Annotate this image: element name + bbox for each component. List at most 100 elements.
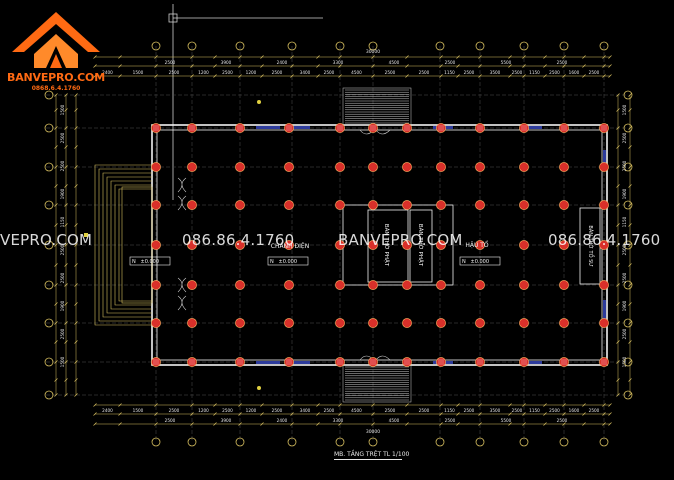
north-stairs [342, 87, 412, 126]
dim-tick [439, 403, 443, 407]
dim-tick [608, 422, 612, 426]
dim-tick [316, 55, 320, 59]
level-marks [129, 256, 501, 266]
dim-tick [154, 422, 158, 426]
wall-column [561, 125, 567, 131]
axis-bubble [151, 41, 161, 51]
altar-label-buddha-2: BÀN THỜ PHẬT [417, 224, 424, 267]
column [284, 280, 294, 290]
room-label-rear-hall: HẬU TỔ [465, 241, 489, 249]
dim-tick [316, 403, 320, 407]
stair-outline [342, 87, 412, 126]
axis-bubble [435, 437, 445, 447]
axis-bubble [623, 280, 633, 290]
dim-tick [628, 165, 632, 169]
column [599, 280, 609, 290]
dim-tick [74, 283, 78, 287]
wall-column [370, 359, 376, 365]
dim-tick [628, 283, 632, 287]
axis-bubble [44, 123, 54, 133]
wall-column [438, 125, 444, 131]
column [519, 240, 529, 250]
wall-column [438, 359, 444, 365]
dimension-value: 1200 [246, 408, 257, 413]
column [187, 162, 197, 172]
column [151, 200, 161, 210]
dim-tick [582, 74, 586, 78]
section-markers [84, 100, 261, 390]
dim-tick [616, 243, 620, 247]
dim-tick [628, 223, 632, 227]
caption-underline [334, 459, 402, 460]
column [475, 200, 485, 210]
dim-tick [54, 263, 58, 267]
dimension-value: 2500 [445, 418, 456, 423]
column [284, 318, 294, 328]
column [235, 240, 245, 250]
dim-tick [405, 403, 409, 407]
dimension-value: 2500 [622, 132, 627, 143]
dim-tick [74, 223, 78, 227]
structural-columns [151, 123, 609, 367]
dim-tick [456, 412, 460, 416]
dim-tick [478, 403, 482, 407]
dimension-value: 3500 [490, 70, 501, 75]
dim-tick [608, 74, 612, 78]
dim-tick [478, 412, 482, 416]
dim-tick [602, 422, 606, 426]
dim-tick [508, 55, 512, 59]
dim-tick [405, 422, 409, 426]
dim-tick [118, 403, 122, 407]
dimension-value: 3400 [300, 70, 311, 75]
dimension-value: 2500 [169, 408, 180, 413]
dim-tick [190, 55, 194, 59]
dimension-value: 2500 [557, 60, 568, 65]
dim-tick [316, 422, 320, 426]
dim-tick [405, 64, 409, 68]
dimension-value: 2500 [60, 244, 65, 255]
dim-tick [54, 93, 58, 97]
dim-tick [260, 74, 264, 78]
dim-tick [54, 378, 58, 382]
dim-total-bottom: 30000 [366, 429, 380, 435]
dim-tick [74, 145, 78, 149]
dim-tick [439, 64, 443, 68]
dimension-value: 2400 [102, 408, 113, 413]
dim-tick [616, 321, 620, 325]
axis-bubble [368, 41, 378, 51]
dim-tick [154, 64, 158, 68]
dim-tick [213, 55, 217, 59]
dim-tick [608, 55, 612, 59]
column [436, 318, 446, 328]
dimension-value: 2500 [512, 70, 523, 75]
dimension-value: 5500 [501, 60, 512, 65]
column [368, 280, 378, 290]
wall-column [370, 125, 376, 131]
axis-bubble [623, 357, 633, 367]
dimension-value: 1600 [569, 408, 580, 413]
wall-column [189, 125, 195, 131]
axis-bubble [44, 280, 54, 290]
column [559, 318, 569, 328]
wall-column [237, 125, 243, 131]
dim-tick [290, 422, 294, 426]
dim-tick [582, 412, 586, 416]
altar-label-patriarch: BÀN THỜ TỔ SƯ [587, 225, 595, 266]
column [559, 162, 569, 172]
dim-tick [74, 263, 78, 267]
dim-tick [74, 302, 78, 306]
dim-tick [74, 360, 78, 364]
wall-column [404, 125, 410, 131]
column [436, 162, 446, 172]
wall-column [286, 125, 292, 131]
dim-tick [602, 403, 606, 407]
dim-tick [371, 422, 375, 426]
dim-tick [543, 422, 547, 426]
dimension-value: 4500 [351, 408, 362, 413]
dim-tick [616, 302, 620, 306]
step-edge [118, 188, 152, 302]
altar-label-buddha-1: BÀN THỜ PHẬT [383, 224, 390, 267]
dim-tick [338, 412, 342, 416]
